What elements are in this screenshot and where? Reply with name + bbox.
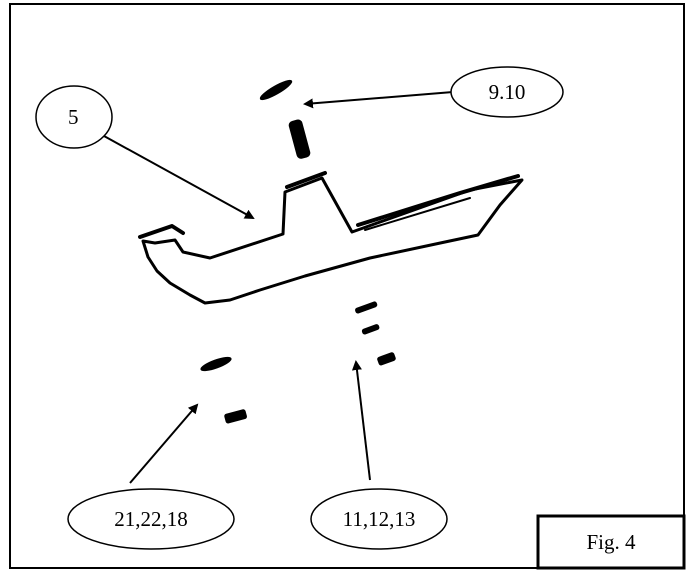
washer-right-1 [355, 301, 378, 314]
callout-label-11-12-13: 11,12,13 [343, 507, 416, 531]
callout-label-5: 5 [68, 105, 79, 129]
leader-arrows [103, 91, 454, 484]
callout-label-21-22-18: 21,22,18 [114, 507, 188, 531]
callout-21-22-18: 21,22,18 [67, 488, 235, 550]
arrow-part-11-12-13 [351, 360, 371, 481]
nut-right [377, 352, 396, 366]
washer-top [259, 79, 293, 101]
washer-left [200, 356, 232, 372]
figure-label-box: Fig. 4 [536, 514, 686, 570]
figure-label: Fig. 4 [586, 530, 636, 554]
bracket-part [138, 171, 524, 305]
washer-right-2 [361, 324, 380, 335]
spacer-top [288, 119, 311, 159]
callout-5: 5 [35, 85, 113, 149]
small-parts [200, 79, 396, 424]
arrow-part-9-10 [303, 91, 454, 109]
callout-11-12-13: 11,12,13 [310, 488, 448, 550]
arrow-part-5 [103, 135, 255, 219]
callout-9-10: 9.10 [450, 66, 564, 118]
arrow-part-21-22-18 [129, 403, 199, 484]
figure-frame [9, 3, 685, 569]
nut-left [224, 409, 247, 424]
callout-label-9-10: 9.10 [489, 80, 526, 104]
